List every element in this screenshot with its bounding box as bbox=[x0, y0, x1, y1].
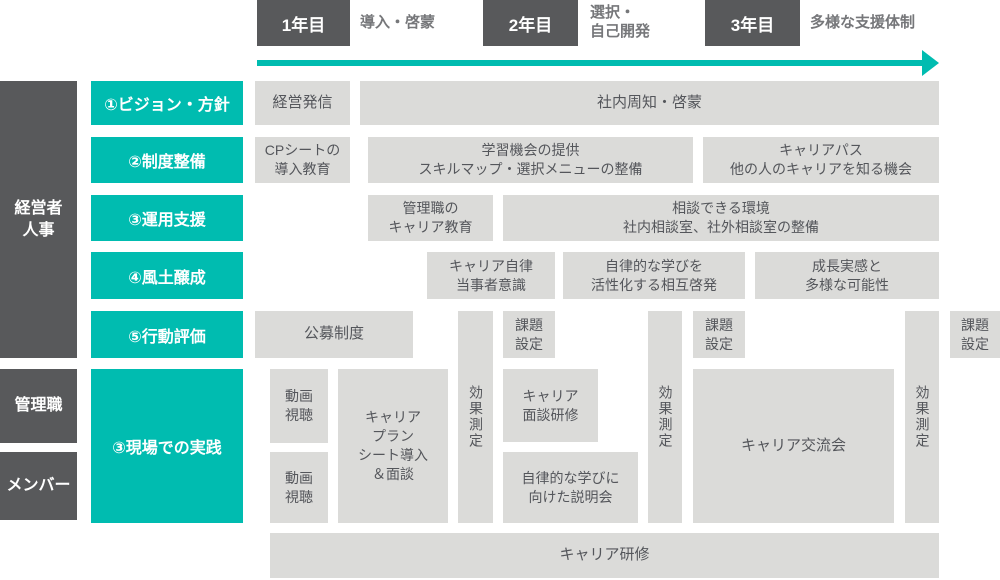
cell-doga-shicho-1: 動画 視聴 bbox=[270, 369, 328, 443]
cell-seicho-jikkan: 成長実感と 多様な可能性 bbox=[755, 252, 939, 299]
row-label-unyo: ③運用支援 bbox=[91, 195, 243, 241]
row-label-genba: ③現場での実践 bbox=[91, 369, 243, 523]
row-label-seido: ②制度整備 bbox=[91, 137, 243, 183]
year-box-1: 1年目 bbox=[257, 0, 350, 46]
cell-career-koryukai: キャリア交流会 bbox=[693, 369, 894, 523]
cell-career-jiritsu: キャリア自律 当事者意識 bbox=[427, 252, 555, 299]
year-box-3: 3年目 bbox=[705, 0, 800, 46]
row-label-fudo: ④風土醸成 bbox=[91, 252, 243, 299]
cell-cp-sheet: CPシートの 導入教育 bbox=[255, 137, 350, 183]
phase-label-2: 選択・ 自己開発 bbox=[590, 4, 651, 40]
cell-kanrishoku-kyoiku: 管理職の キャリア教育 bbox=[368, 195, 493, 241]
row-label-kodo: ⑤行動評価 bbox=[91, 311, 243, 358]
audience-member: メンバー bbox=[0, 452, 77, 520]
cell-gakushu-kikai: 学習機会の提供 スキルマップ・選択メニューの整備 bbox=[368, 137, 693, 183]
cell-kouka-sokutei-1: 効果測定 bbox=[458, 311, 493, 523]
cell-career-mendan: キャリア 面談研修 bbox=[503, 369, 598, 442]
cell-doga-shicho-2: 動画 視聴 bbox=[270, 452, 328, 523]
cell-jiritsu-manabi: 自律的な学びを 活性化する相互啓発 bbox=[563, 252, 745, 299]
cell-shanai-shuchi: 社内周知・啓蒙 bbox=[360, 81, 939, 125]
cell-jiritsu-setsumeikai: 自律的な学びに 向けた説明会 bbox=[503, 452, 638, 523]
audience-exec-hr: 経営者 人事 bbox=[0, 81, 77, 358]
audience-manager: 管理職 bbox=[0, 369, 77, 443]
cell-keiei-hasshin: 経営発信 bbox=[255, 81, 350, 125]
cell-kouka-sokutei-3: 効果測定 bbox=[905, 311, 939, 523]
cell-kobo-seido: 公募制度 bbox=[255, 311, 413, 358]
phase-label-1: 導入・啓蒙 bbox=[360, 13, 436, 31]
phase-label-3: 多様な支援体制 bbox=[810, 13, 916, 31]
year-box-2: 2年目 bbox=[483, 0, 578, 46]
cell-kouka-sokutei-2: 効果測定 bbox=[648, 311, 682, 523]
cell-sodan-kankyo: 相談できる環境 社内相談室、社外相談室の整備 bbox=[503, 195, 939, 241]
row-label-vision: ①ビジョン・方針 bbox=[91, 81, 243, 125]
timeline-arrow-line bbox=[257, 60, 924, 66]
cell-kadai-settei-1: 課題 設定 bbox=[503, 311, 555, 358]
cell-kadai-settei-2: 課題 設定 bbox=[693, 311, 745, 358]
cell-career-plan-sheet: キャリア プラン シート導入 ＆面談 bbox=[338, 369, 448, 523]
cell-career-path: キャリアパス 他の人のキャリアを知る機会 bbox=[703, 137, 939, 183]
timeline-arrow-head-icon bbox=[922, 50, 939, 76]
cell-kadai-settei-3: 課題 設定 bbox=[950, 311, 1000, 358]
cell-career-kenshu: キャリア研修 bbox=[270, 533, 939, 578]
